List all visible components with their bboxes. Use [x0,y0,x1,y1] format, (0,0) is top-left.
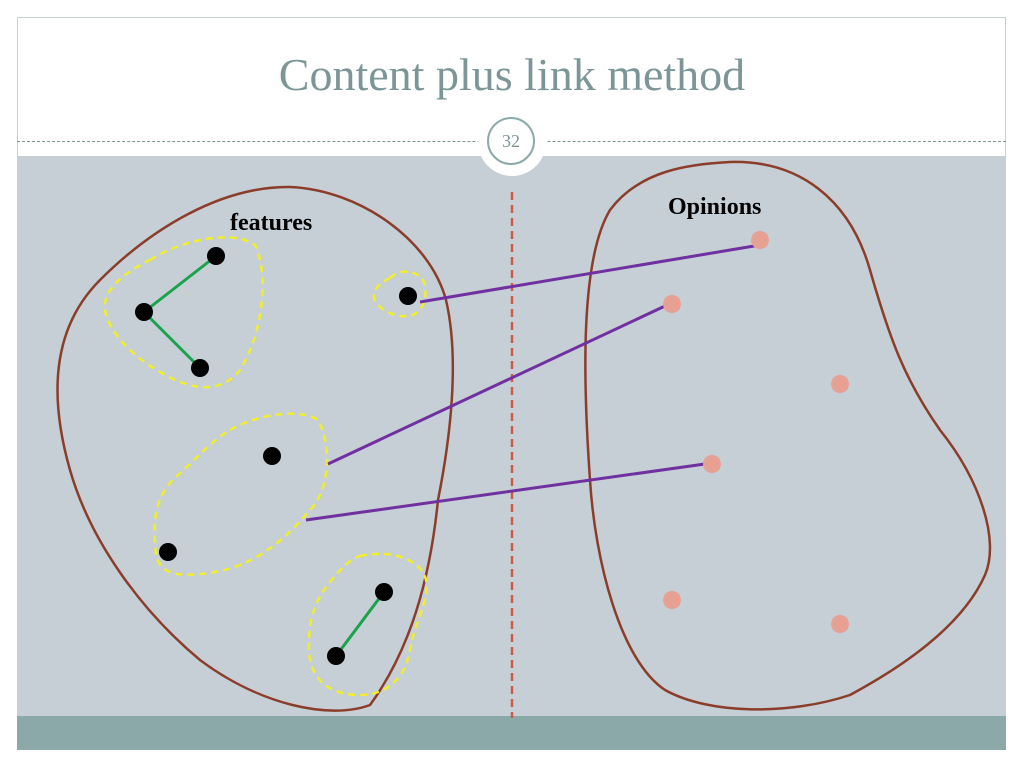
cluster-triangle [103,236,264,389]
page-number-ring [487,117,535,165]
opinion-node [703,455,721,473]
features-label: features [230,210,312,236]
cluster-single [372,270,427,318]
cluster-pair-linked [307,552,428,697]
opinion-nodes [663,231,849,633]
feature-node [159,543,177,561]
cross-links [305,243,761,522]
feature-nodes [135,247,417,665]
feature-node [207,247,225,265]
cluster-pair-distant [153,412,329,576]
slide-title: Content plus link method [278,49,746,100]
feature-clusters [103,236,428,697]
page-number: 32 [502,131,520,151]
footer-band [17,716,1006,750]
intra-link [334,591,386,657]
feature-node [327,647,345,665]
intra-links [142,254,386,657]
opinions-label: Opinions [668,194,761,220]
opinion-node [831,615,849,633]
features-blob [56,185,455,712]
opinion-node [663,295,681,313]
intra-link [143,254,217,314]
cross-link [419,243,761,304]
feature-node [191,359,209,377]
feature-node [375,583,393,601]
cross-link [305,461,713,522]
opinion-node [831,375,849,393]
cross-link [327,304,666,466]
opinions-blob [584,160,992,711]
feature-node [399,287,417,305]
opinion-node [663,591,681,609]
opinion-node [751,231,769,249]
feature-node [135,303,153,321]
feature-node [263,447,281,465]
intra-link [142,310,202,370]
